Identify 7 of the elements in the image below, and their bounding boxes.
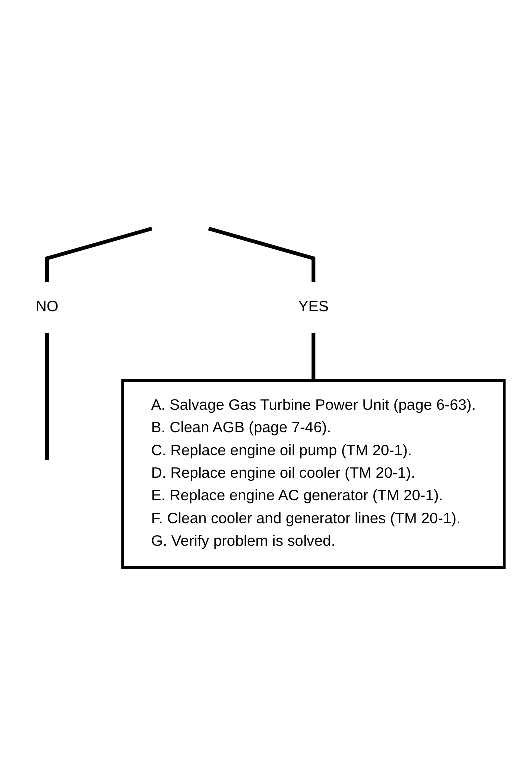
connector xyxy=(208,226,316,282)
connector xyxy=(45,333,50,460)
node-box: A. Salvage Gas Turbine Power Unit (page 6-63). B. Clean AGB (page 7-46). C. Replace engine oil pump (TM 20-1). D. Replace engine oil cooler (TM 20-1). E. Replace engine AC generator (TM 20-1). F. Clean cooler and generator lines (TM 20-1). G. Verify problem is solved. xyxy=(122,378,506,570)
node-text: NO xyxy=(36,299,59,316)
connector xyxy=(45,226,153,282)
node-text: YES xyxy=(298,299,329,316)
connector xyxy=(312,333,316,380)
